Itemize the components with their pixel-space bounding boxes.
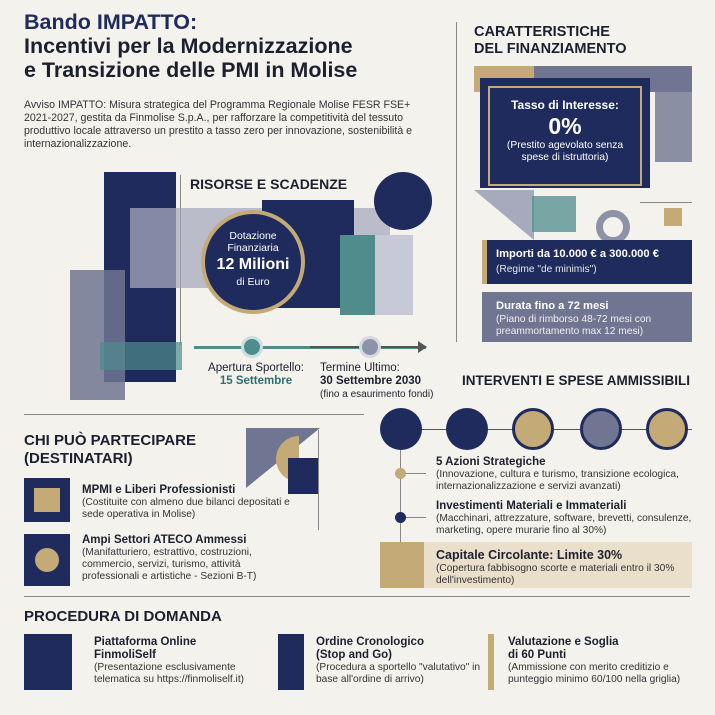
deco-gold-square	[664, 208, 682, 226]
importi-title: Importi da 10.000 € a 300.000 €	[496, 248, 659, 260]
destinatari-item-2-desc: (Manifatturiero, estrattivo, costruzioni…	[82, 547, 257, 582]
deco-triangle	[474, 190, 534, 240]
timeline-end-dot	[359, 336, 381, 358]
title-line-2: Incentivi per la Modernizzazione	[24, 34, 353, 58]
tasso-note: (Prestito agevolato senza spese di istru…	[506, 140, 624, 163]
procedura-item-1-title-line1: Piattaforma Online	[94, 636, 197, 648]
circle-2-icon	[446, 408, 488, 450]
procedura-icon-1	[24, 634, 72, 690]
durata-card: Durata fino a 72 mesi (Piano di rimborso…	[482, 292, 692, 342]
deco-grey-rect	[375, 235, 413, 315]
caratteristiche-heading: CARATTERISTICHE DEL FINANZIAMENTO	[474, 24, 627, 58]
capitale-accent	[380, 542, 424, 588]
procedura-item-2-title-line2: (Stop and Go)	[316, 649, 393, 661]
termine-date: 30 Settembre 2030	[320, 375, 422, 387]
divider-horizontal-bottom	[24, 596, 690, 597]
destinatari-item-2-title: Ampi Settori ATECO Ammessi	[82, 534, 247, 546]
deco-vline-2	[318, 430, 319, 530]
importi-note: (Regime "de minimis")	[496, 264, 597, 275]
destinatari-heading-line1: CHI PUÒ PARTECIPARE	[24, 432, 196, 449]
title-line-1: Bando IMPATTO:	[24, 10, 198, 34]
interventi-vline	[400, 450, 401, 570]
divider-vertical-top	[456, 22, 457, 342]
procedura-icon-2	[278, 634, 304, 690]
timeline-start-dot	[241, 336, 263, 358]
procedura-heading: PROCEDURA DI DOMANDA	[24, 608, 222, 625]
divider-horizontal-left	[24, 414, 364, 415]
tasso-card: Tasso di Interesse: 0% (Prestito agevola…	[488, 86, 642, 186]
interventi-item-2-desc: (Macchinari, attrezzature, software, bre…	[436, 513, 692, 536]
deco-slate-right	[655, 92, 692, 162]
circle-3-icon	[512, 408, 554, 450]
deco-navy-small	[288, 458, 318, 494]
procedura-item-2-title-line1: Ordine Cronologico	[316, 636, 424, 648]
dotazione-unit: di Euro	[236, 276, 270, 288]
destinatari-heading-line2: (DESTINATARI)	[24, 450, 133, 467]
bullet-1-line	[406, 473, 426, 474]
bullet-1-icon	[395, 468, 406, 479]
intro-text: Avviso IMPATTO: Misura strategica del Pr…	[24, 99, 413, 150]
circle-icon	[35, 548, 59, 572]
circle-1-icon	[380, 408, 422, 450]
importi-card: Importi da 10.000 € a 300.000 € (Regime …	[482, 240, 692, 284]
deco-navy-circle	[374, 172, 432, 230]
durata-note: (Piano di rimborso 48-72 mesi con preamm…	[496, 314, 652, 337]
procedura-item-3-title-line1: Valutazione e Soglia	[508, 636, 619, 648]
interventi-item-3-desc: (Copertura fabbisogno scorte e materiali…	[436, 563, 675, 586]
tasso-value: 0%	[548, 113, 582, 139]
bullet-2-icon	[395, 512, 406, 523]
title-line-3: e Transizione delle PMI in Molise	[24, 58, 358, 82]
capitale-card: Capitale Circolante: Limite 30% (Copertu…	[380, 542, 692, 588]
dotazione-label: Dotazione Finanziaria	[227, 230, 279, 254]
procedura-item-2-desc: (Procedura a sportello "valutativo" in b…	[316, 662, 481, 685]
termine-label: Termine Ultimo:	[320, 362, 400, 374]
termine-note: (fino a esaurimento fondi)	[320, 389, 434, 400]
interventi-item-1-title: 5 Azioni Strategiche	[436, 456, 546, 468]
circle-5-icon	[646, 408, 688, 450]
durata-title: Durata fino a 72 mesi	[496, 300, 609, 312]
deco-line	[640, 188, 692, 203]
destinatari-item-1-desc: (Costituite con almeno due bilanci depos…	[82, 497, 290, 520]
deco-teal-rect	[340, 235, 376, 315]
procedura-icon-3	[488, 634, 494, 690]
dotazione-badge: Dotazione Finanziaria 12 Milioni di Euro	[201, 210, 305, 314]
procedura-item-1-desc: (Presentazione esclusivamente telematica…	[94, 662, 245, 685]
tasso-label: Tasso di Interesse:	[511, 98, 619, 112]
caratteristiche-heading-line1: CARATTERISTICHE	[474, 24, 610, 40]
destinatari-heading: CHI PUÒ PARTECIPARE (DESTINATARI)	[24, 432, 196, 468]
dotazione-value: 12 Milioni	[216, 256, 290, 273]
destinatari-icon-square	[24, 478, 70, 522]
interventi-heading: INTERVENTI E SPESE AMMISSIBILI	[462, 373, 691, 388]
deco-slate-block	[70, 270, 125, 400]
interventi-item-2-title: Investimenti Materiali e Immateriali	[436, 500, 627, 512]
square-icon	[34, 488, 60, 512]
procedura-item-3-title-line2: di 60 Punti	[508, 649, 567, 661]
procedura-item-3-desc: (Ammissione con merito creditizio e punt…	[508, 662, 681, 685]
apertura-label: Apertura Sportello:	[208, 362, 304, 374]
deco-teal-strip	[100, 342, 182, 370]
timeline-arrow-icon	[418, 341, 427, 353]
bullet-2-line	[406, 517, 426, 518]
deco-ring	[596, 210, 630, 244]
interventi-item-1-desc: (Innovazione, cultura e turismo, transiz…	[436, 469, 679, 492]
importi-accent	[482, 240, 487, 284]
apertura-date: 15 Settembre	[219, 375, 293, 387]
caratteristiche-heading-line2: DEL FINANZIAMENTO	[474, 41, 627, 57]
destinatari-icon-circle	[24, 534, 70, 586]
risorse-heading: RISORSE E SCADENZE	[190, 176, 348, 192]
procedura-item-1-title-line2: FinmoliSelf	[94, 649, 156, 661]
destinatari-item-1-title: MPMI e Liberi Professionisti	[82, 484, 236, 496]
circle-4-icon	[580, 408, 622, 450]
page-title: Bando IMPATTO: Incentivi per la Moderniz…	[24, 10, 424, 82]
interventi-item-3-title: Capitale Circolante: Limite 30%	[436, 548, 623, 562]
deco-teal-square	[532, 196, 576, 232]
